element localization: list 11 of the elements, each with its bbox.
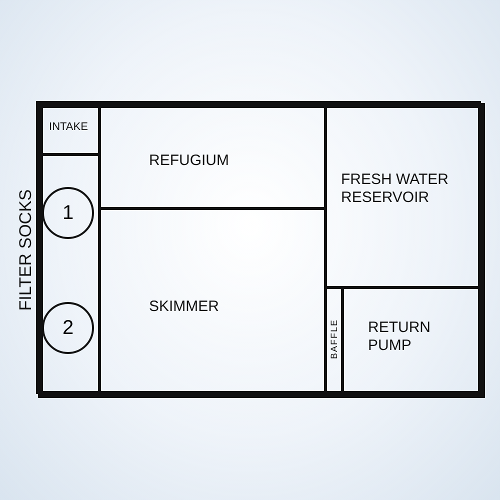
- compartment-label: REFUGIUM: [149, 152, 230, 170]
- side-label: FILTER SOCKS: [17, 189, 35, 311]
- filter-sock-chamber: [36, 153, 101, 394]
- compartment-label: INTAKE: [48, 120, 89, 135]
- compartment-label: RETURN PUMP: [368, 319, 432, 355]
- compartment-label: BAFFLE: [328, 318, 340, 358]
- compartment-label: FRESH WATER RESERVOIR: [341, 171, 450, 207]
- compartment-label: SKIMMER: [149, 298, 220, 316]
- sump-tank: [38, 102, 484, 398]
- filter-sock-number: 1: [42, 187, 94, 239]
- filter-sock-number: 2: [42, 302, 94, 354]
